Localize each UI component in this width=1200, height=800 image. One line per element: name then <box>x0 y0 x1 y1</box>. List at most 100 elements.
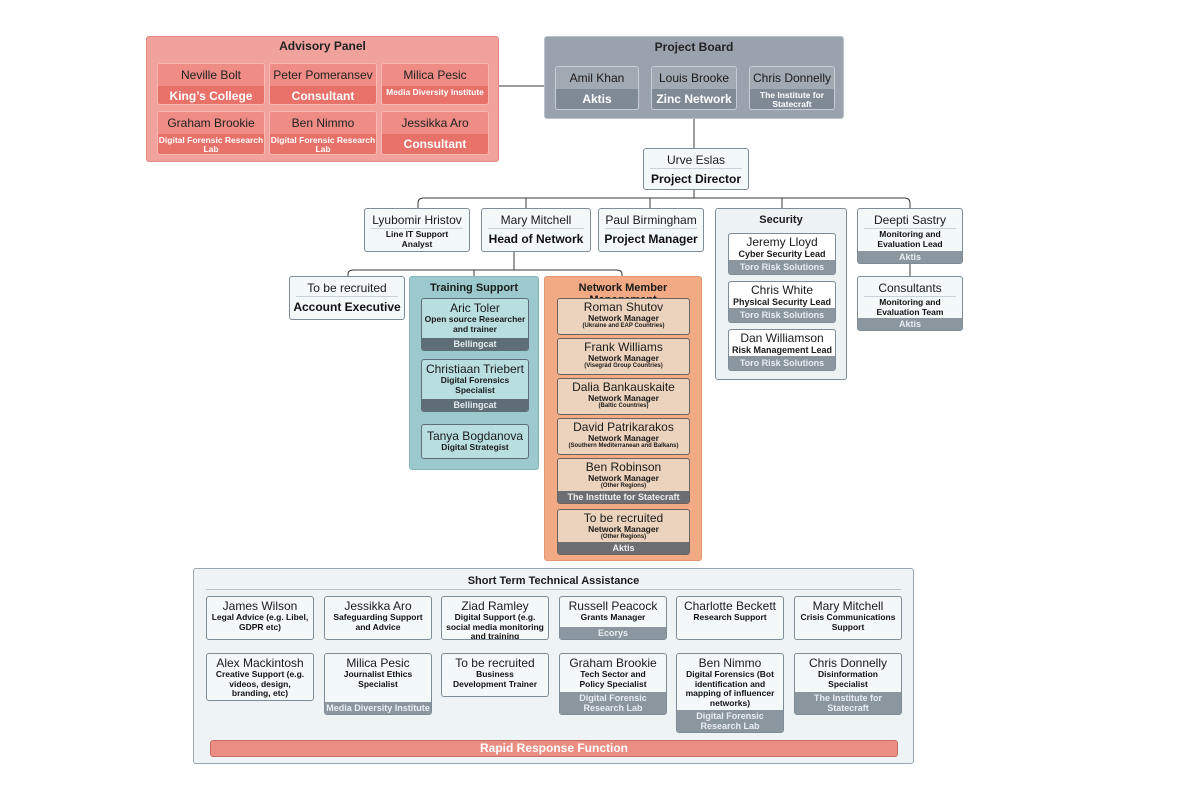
stta-card[interactable]: Mary Mitchell Crisis Communications Supp… <box>794 596 902 640</box>
stta-org: Digital Forensic Research Lab <box>560 692 666 714</box>
security-member-name: Jeremy Lloyd <box>746 235 818 249</box>
stta-name: Russell Peacock <box>568 599 658 613</box>
stta-role: Digital Forensics (Bot identification an… <box>685 669 775 708</box>
stta-role: Digital Support (e.g. social media monit… <box>446 612 544 640</box>
advisor-org: Media Diversity Institute <box>386 87 484 97</box>
advisor-name: Neville Bolt <box>158 64 264 86</box>
project-manager-card[interactable]: Paul Birmingham Project Manager <box>598 208 704 252</box>
nm-region: (Other Regions) <box>600 534 647 540</box>
nm-org: The Institute for Statecraft <box>558 491 689 503</box>
stta-panel: Short Term Technical Assistance James Wi… <box>193 568 914 764</box>
stta-card[interactable]: Milica Pesic Journalist Ethics Specialis… <box>324 653 432 715</box>
stta-card[interactable]: Charlotte Beckett Research Support <box>676 596 784 640</box>
advisor-card[interactable]: Ben Nimmo Digital Forensic Research Lab <box>269 111 377 155</box>
nm-name: Roman Shutov <box>583 300 664 314</box>
nm-role: Network Manager <box>588 353 659 363</box>
stta-card[interactable]: Jessikka Aro Safeguarding Support and Ad… <box>324 596 432 640</box>
board-member-org: Zinc Network <box>656 92 732 106</box>
advisor-card[interactable]: Peter Pomeransev Consultant <box>269 63 377 105</box>
line-it-card[interactable]: Lyubomir Hristov Line IT Support Analyst <box>364 208 470 252</box>
advisor-name: Peter Pomeransev <box>270 64 376 86</box>
stta-card[interactable]: Russell Peacock Grants Manager Ecorys <box>559 596 667 640</box>
nm-region: (Ukraine and EAP Countries) <box>582 323 665 329</box>
nm-name: David Patrikarakos <box>573 420 674 434</box>
board-member-card[interactable]: Chris Donnelly The Institute for Statecr… <box>749 66 835 110</box>
advisor-card[interactable]: Graham Brookie Digital Forensic Research… <box>157 111 265 155</box>
security-member-card[interactable]: Chris White Physical Security Lead Toro … <box>728 281 836 323</box>
network-manager-card[interactable]: Dalia Bankauskaite Network Manager (Balt… <box>557 378 690 415</box>
advisor-name: Jessikka Aro <box>382 112 488 134</box>
security-member-role: Risk Management Lead <box>731 345 833 355</box>
stta-role: Journalist Ethics Specialist <box>343 669 413 689</box>
stta-role: Creative Support (e.g. videos, design, b… <box>215 669 305 698</box>
trainer-name: Tanya Bogdanova <box>426 429 524 443</box>
stta-card[interactable]: Ziad Ramley Digital Support (e.g. social… <box>441 596 549 640</box>
director-name: Urve Eslas <box>666 153 725 167</box>
account-executive-card[interactable]: To be recruited Account Executive <box>289 276 405 320</box>
network-manager-card[interactable]: Frank Williams Network Manager (Visegrád… <box>557 338 690 375</box>
advisor-name: Ben Nimmo <box>270 112 376 134</box>
head-network-role: Head of Network <box>488 232 584 246</box>
stta-card[interactable]: Ben Nimmo Digital Forensics (Bot identif… <box>676 653 784 733</box>
security-member-name: Dan Williamson <box>740 331 824 345</box>
pm-name: Paul Birmingham <box>605 213 697 227</box>
nm-region: (Baltic Countries) <box>598 403 649 409</box>
advisor-org: Consultant <box>291 89 355 103</box>
stta-org: Ecorys <box>560 627 666 639</box>
board-member-card[interactable]: Amil Khan Aktis <box>555 66 639 110</box>
me-lead-org: Aktis <box>858 251 962 263</box>
network-manager-card[interactable]: David Patrikarakos Network Manager (Sout… <box>557 418 690 455</box>
nm-region: (Visegrád Group Countries) <box>584 363 663 369</box>
security-title: Security <box>759 214 803 226</box>
stta-name: Graham Brookie <box>569 656 657 670</box>
me-team-card[interactable]: Consultants Monitoring and Evaluation Te… <box>857 276 963 331</box>
line-it-role: Line IT Support Analyst <box>385 229 449 249</box>
head-of-network-card[interactable]: Mary Mitchell Head of Network <box>481 208 591 252</box>
pm-role: Project Manager <box>604 232 698 246</box>
me-team-name: Consultants <box>878 281 942 295</box>
security-member-role: Cyber Security Lead <box>738 249 826 259</box>
trainer-card[interactable]: Tanya Bogdanova Digital Strategist <box>421 424 529 459</box>
stta-name: Milica Pesic <box>346 656 410 670</box>
network-manager-card[interactable]: Ben Robinson Network Manager (Other Regi… <box>557 458 690 504</box>
stta-name: Alex Mackintosh <box>216 656 304 670</box>
security-member-card[interactable]: Dan Williamson Risk Management Lead Toro… <box>728 329 836 371</box>
training-support-title: Training Support <box>430 282 518 294</box>
stta-role: Disinformation Specialist <box>818 669 878 689</box>
security-member-card[interactable]: Jeremy Lloyd Cyber Security Lead Toro Ri… <box>728 233 836 275</box>
advisor-org: Digital Forensic Research Lab <box>270 135 376 154</box>
stta-name: Ben Nimmo <box>698 656 762 670</box>
trainer-name: Christiaan Triebert <box>425 362 525 376</box>
security-member-org: Toro Risk Solutions <box>729 260 835 274</box>
stta-role: Legal Advice (e.g. Libel, GDPR etc) <box>211 612 309 632</box>
advisor-card[interactable]: Milica Pesic Media Diversity Institute <box>381 63 489 105</box>
board-member-org: Aktis <box>582 92 612 106</box>
advisory-panel: Advisory Panel Neville Bolt King’s Colle… <box>146 36 499 162</box>
rapid-response-bar[interactable]: Rapid Response Function <box>210 740 898 757</box>
stta-card[interactable]: Alex Mackintosh Creative Support (e.g. v… <box>206 653 314 701</box>
stta-card[interactable]: Graham Brookie Tech Sector and Policy Sp… <box>559 653 667 715</box>
network-manager-card[interactable]: Roman Shutov Network Manager (Ukraine an… <box>557 298 690 335</box>
nm-role: Network Manager <box>588 313 659 323</box>
board-member-name: Amil Khan <box>556 67 638 89</box>
advisory-panel-title: Advisory Panel <box>279 39 366 53</box>
board-member-card[interactable]: Louis Brooke Zinc Network <box>651 66 737 110</box>
advisor-card[interactable]: Jessikka Aro Consultant <box>381 111 489 155</box>
training-support-panel: Training Support Aric Toler Open source … <box>409 276 539 470</box>
stta-card[interactable]: James Wilson Legal Advice (e.g. Libel, G… <box>206 596 314 640</box>
stta-role: Business Development Trainer <box>452 669 538 689</box>
me-lead-card[interactable]: Deepti Sastry Monitoring and Evaluation … <box>857 208 963 264</box>
project-director-card[interactable]: Urve Eslas Project Director <box>643 148 749 190</box>
network-member-management-panel: Network Member Management Roman Shutov N… <box>544 276 702 561</box>
advisor-card[interactable]: Neville Bolt King’s College <box>157 63 265 105</box>
stta-card[interactable]: Chris Donnelly Disinformation Specialist… <box>794 653 902 715</box>
trainer-role: Digital Strategist <box>441 442 509 452</box>
trainer-card[interactable]: Christiaan Triebert Digital Forensics Sp… <box>421 359 529 412</box>
network-manager-card[interactable]: To be recruited Network Manager (Other R… <box>557 509 690 555</box>
security-panel: Security Jeremy Lloyd Cyber Security Lea… <box>715 208 847 380</box>
me-team-org: Aktis <box>858 318 962 330</box>
stta-title: Short Term Technical Assistance <box>467 575 640 587</box>
stta-card[interactable]: To be recruited Business Development Tra… <box>441 653 549 697</box>
trainer-card[interactable]: Aric Toler Open source Researcher and tr… <box>421 298 529 351</box>
